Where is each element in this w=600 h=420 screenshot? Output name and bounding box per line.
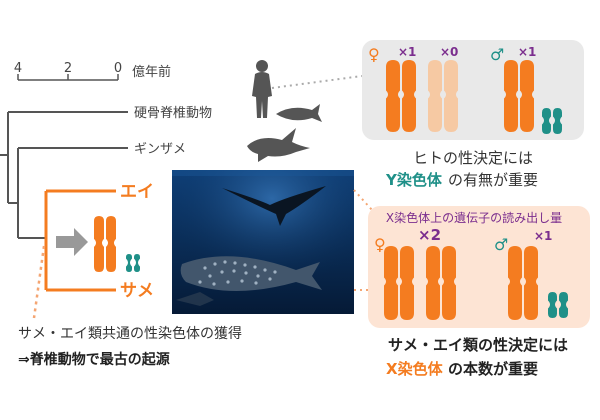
clade-x-chromosome	[94, 216, 116, 272]
bottom-line2: ⇒脊椎動物で最古の起源	[18, 351, 170, 368]
fish-connector-upper	[353, 189, 373, 211]
fish-y-chromosome	[548, 292, 568, 318]
leaf-bony-vertebrates: 硬骨脊椎動物	[134, 106, 212, 121]
leaf-chimaera: ギンザメ	[134, 142, 186, 157]
human-caption-line1: ヒトの性決定には	[413, 149, 533, 167]
leaf-ray: エイ	[120, 182, 154, 202]
bony-fish-silhouette-icon	[276, 104, 322, 122]
human-x-chromosome-1	[386, 60, 416, 132]
phylo-tree	[0, 111, 128, 239]
fish-panel-note: X染色体上の遺伝子の読み出し量	[386, 210, 562, 225]
human-female-count-2: ×0	[440, 45, 458, 59]
fish-x-chromosome-male	[508, 246, 538, 320]
fish-female-count: ×2	[418, 226, 441, 244]
fish-caption-line1: サメ・エイ類の性決定には	[388, 336, 568, 354]
human-caption-highlight: Y染色体	[385, 171, 443, 189]
elasmobranch-clade	[44, 189, 116, 292]
fish-female-symbol: ♀	[374, 235, 386, 254]
human-y-chromosome	[542, 108, 562, 134]
human-caption-rest: の有無が重要	[448, 171, 538, 189]
fish-chromosomes	[384, 246, 568, 320]
clade-chromosomes	[94, 216, 140, 272]
acquisition-arrow-icon	[56, 228, 88, 256]
tick-label-2: 2	[64, 61, 72, 76]
chimaera-silhouette-icon	[247, 128, 310, 162]
fish-male-symbol: ♂	[494, 235, 508, 254]
fish-caption-highlight: X染色体	[386, 360, 444, 378]
human-chromosomes	[386, 60, 562, 134]
human-x-chromosome-male	[504, 60, 534, 132]
human-connector-line	[271, 75, 363, 89]
human-x-chromosome-2	[428, 60, 458, 132]
human-silhouette-icon	[252, 60, 272, 118]
bottom-line1: サメ・エイ類共通の性染色体の獲得	[18, 325, 242, 342]
human-male-symbol: ♂	[490, 45, 504, 64]
origin-dotted-line	[32, 245, 46, 319]
human-male-count: ×1	[518, 45, 536, 59]
tick-label-4: 4	[14, 61, 22, 76]
fish-x-chromosome-1	[384, 246, 414, 320]
leaf-shark: サメ	[120, 281, 154, 301]
timescale-unit: 億年前	[132, 64, 171, 80]
fish-caption-rest: の本数が重要	[448, 360, 538, 378]
fish-x-chromosome-2	[426, 246, 456, 320]
manta-whale-shark-photo	[172, 170, 354, 314]
human-female-symbol: ♀	[368, 45, 380, 64]
manta-ray-icon	[222, 186, 326, 226]
human-female-count-1: ×1	[398, 45, 416, 59]
fish-male-count: ×1	[534, 229, 552, 243]
whale-shark-icon	[180, 256, 322, 291]
clade-y-chromosome	[126, 254, 140, 272]
tick-label-0: 0	[114, 61, 122, 76]
timescale: 4 2 0 億年前	[14, 61, 171, 81]
